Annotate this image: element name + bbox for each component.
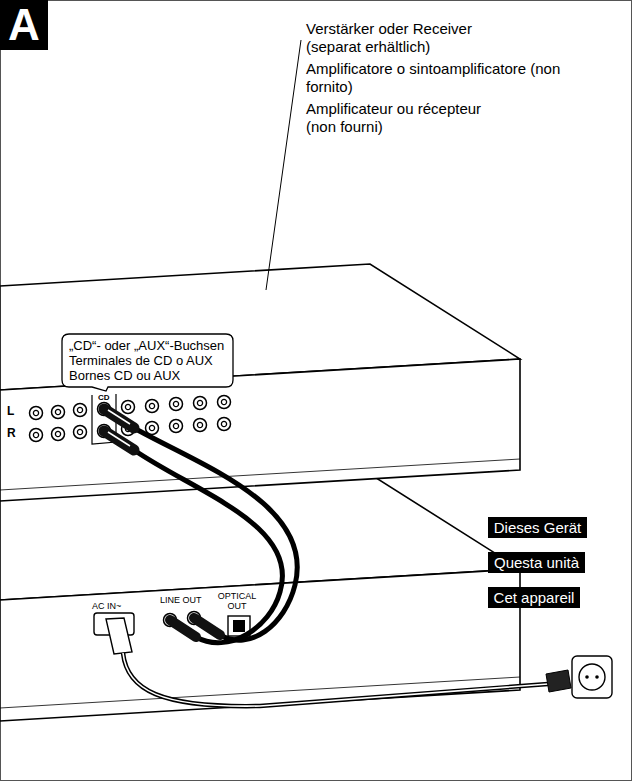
unit-tag-text: Questa unità xyxy=(494,554,579,571)
amplifier-jack xyxy=(98,425,111,438)
ac-plug xyxy=(106,618,132,654)
callout-text: Bornes CD ou AUX xyxy=(69,368,180,383)
power-cord xyxy=(123,653,548,706)
unit-tag: Cet appareil xyxy=(488,587,580,608)
amplifier-jack xyxy=(52,406,65,419)
cd-jack-frame xyxy=(92,394,116,444)
callout-text: „CD“- oder „AUX“-Buchsen xyxy=(69,338,224,353)
callout-label: Amplificateur ou récepteur (non fourni) xyxy=(306,100,511,136)
amplifier-jack xyxy=(146,400,159,413)
rca-plug xyxy=(104,409,134,428)
line-out-jack xyxy=(188,612,201,625)
optical-port-cover xyxy=(233,620,245,632)
callout-text: Terminales de CD o AUX xyxy=(69,353,213,368)
bubble-shape xyxy=(62,334,233,391)
callout-bubble: „CD“- oder „AUX“-BuchsenTerminales de CD… xyxy=(62,334,233,387)
rca-plug xyxy=(170,620,196,637)
terminal-label: LINE OUT xyxy=(160,596,202,605)
optical-port xyxy=(228,616,250,636)
callout-label: Verstärker oder Receiver (separat erhält… xyxy=(306,20,511,56)
terminal-label: OPTICAL OUT xyxy=(214,591,260,611)
amplifier-detail-line xyxy=(0,459,520,490)
power-cord-core xyxy=(123,653,548,706)
wall-socket-hole xyxy=(585,675,589,679)
amplifier-jack xyxy=(218,418,231,431)
amplifier-jack xyxy=(122,401,135,414)
unit-tag-text: Cet appareil xyxy=(494,589,575,606)
amplifier-jack xyxy=(170,398,183,411)
amplifier-jack xyxy=(30,429,43,442)
amplifier-jack xyxy=(194,419,207,432)
unit-detail-line xyxy=(0,677,520,708)
line-out-jack xyxy=(164,614,177,627)
amplifier-jack xyxy=(52,428,65,441)
callout-label: Amplificatore o sintoamplificatore (non … xyxy=(306,60,561,96)
audio-cable xyxy=(134,450,282,643)
panel-letter-text: A xyxy=(8,3,40,47)
audio-cable xyxy=(134,428,297,640)
leader-line xyxy=(266,40,301,290)
wall-plug xyxy=(546,670,571,692)
rca-plug-highlight xyxy=(108,410,130,424)
rca-plug xyxy=(194,618,220,635)
amplifier-jack xyxy=(30,407,43,420)
unit-tag: Questa unità xyxy=(488,552,585,573)
terminal-label: AC IN~ xyxy=(92,602,121,611)
amplifier-jack xyxy=(74,426,87,439)
amplifier-top-face xyxy=(0,264,520,390)
amplifier-jack xyxy=(194,397,207,410)
rca-plug xyxy=(104,431,134,450)
amplifier-jack xyxy=(218,396,231,409)
wall-socket-hole xyxy=(595,675,599,679)
amplifier-jack xyxy=(146,422,159,435)
channel-label: L xyxy=(7,405,14,417)
amplifier-jack xyxy=(98,403,111,416)
wall-socket-ring xyxy=(579,664,605,690)
unit-back-panel xyxy=(0,569,520,721)
unit-tag-text: Dieses Gerät xyxy=(494,519,582,536)
wall-socket xyxy=(572,656,612,698)
panel-letter: A xyxy=(0,0,48,50)
amplifier-jack xyxy=(170,420,183,433)
ac-inlet xyxy=(94,613,134,635)
terminal-label: CD xyxy=(98,394,110,402)
amplifier-jack xyxy=(122,423,135,436)
unit-top-face xyxy=(0,474,520,600)
unit-tag: Dieses Gerät xyxy=(488,517,587,538)
amplifier-back-panel xyxy=(0,359,520,501)
channel-label: R xyxy=(7,427,16,439)
rca-plug-highlight xyxy=(108,432,130,446)
amplifier-jack xyxy=(74,404,87,417)
